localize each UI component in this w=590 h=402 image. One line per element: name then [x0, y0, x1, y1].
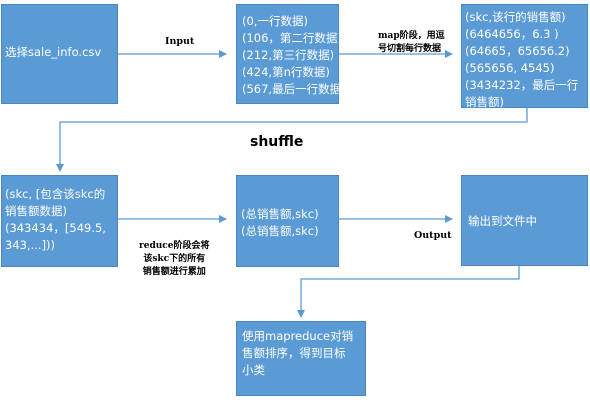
input-line-5: (567,最后一行数据) — [242, 82, 346, 96]
shuffle-label: shuffle — [250, 134, 304, 150]
map-line-4: (565656, 4545) — [465, 61, 555, 75]
shuffle-line-3: (343434，[549.5, — [5, 221, 106, 235]
input-line-4: (424,第n行数据) — [242, 65, 330, 79]
input-label: Input — [165, 36, 195, 47]
arrow-output-to-sort — [297, 266, 520, 318]
map-line-3: (64665，65656.2) — [465, 44, 570, 58]
map-line-5: (3434232，最后一行 — [465, 78, 579, 92]
output-label: Output — [414, 230, 452, 241]
shuffle-line-1: (skc, [包含该skc的 — [5, 187, 106, 201]
sort-line-3: 小类 — [242, 363, 265, 377]
output-file-text: 输出到文件中 — [468, 214, 537, 228]
reduce-phase-line-2: 该skc下的所有 — [143, 254, 206, 264]
input-line-2: (106，第二行数据) — [242, 31, 342, 45]
map-output-box: (skc,该行的销售额) (6464656，6.3 ) (64665，65656… — [461, 4, 588, 109]
input-data-box: (0,一行数据) (106，第二行数据) (212,第三行数据) (424,第n… — [236, 4, 346, 104]
reduce-line-1: (总销售额,skc) — [241, 207, 319, 221]
input-line-3: (212,第三行数据) — [242, 48, 335, 62]
shuffle-line-2: 销售额数据) — [5, 204, 67, 218]
map-phase-line-2: 号切割每行数据 — [378, 44, 442, 54]
map-phase-label: map阶段，用逗 号切割每行数据 — [378, 30, 445, 56]
map-line-1: (skc,该行的销售额) — [465, 10, 566, 24]
sort-line-2: 售额排序，得到目标 — [242, 346, 346, 360]
sort-line-1: 使用mapreduce对销 — [242, 329, 354, 343]
sort-step-box: 使用mapreduce对销 售额排序，得到目标 小类 — [236, 321, 366, 396]
reduce-phase-line-3: 销售额进行累加 — [142, 267, 206, 277]
arrow-map-to-shuffle — [56, 108, 528, 172]
shuffle-output-box: (skc, [包含该skc的 销售额数据) (343434，[549.5, 34… — [1, 175, 118, 267]
reduce-output-box: (总销售额,skc) (总销售额,skc) — [236, 175, 339, 267]
map-phase-line-1: map阶段，用逗 — [378, 31, 445, 41]
map-line-2: (6464656，6.3 ) — [465, 27, 559, 41]
map-line-6: 销售额) — [465, 95, 504, 109]
reduce-phase-label: reduce阶段会将 该skc下的所有 销售额进行累加 — [139, 240, 210, 279]
reduce-phase-line-1: reduce阶段会将 — [139, 241, 210, 251]
input-line-1: (0,一行数据) — [242, 14, 308, 28]
shuffle-line-4: 343,...])) — [5, 238, 56, 252]
select-file-text: 选择sale_info.csv — [5, 45, 102, 59]
select-file-box: 选择sale_info.csv — [1, 4, 118, 104]
output-file-box: 输出到文件中 — [461, 175, 588, 266]
reduce-line-2: (总销售额,skc) — [241, 224, 319, 238]
